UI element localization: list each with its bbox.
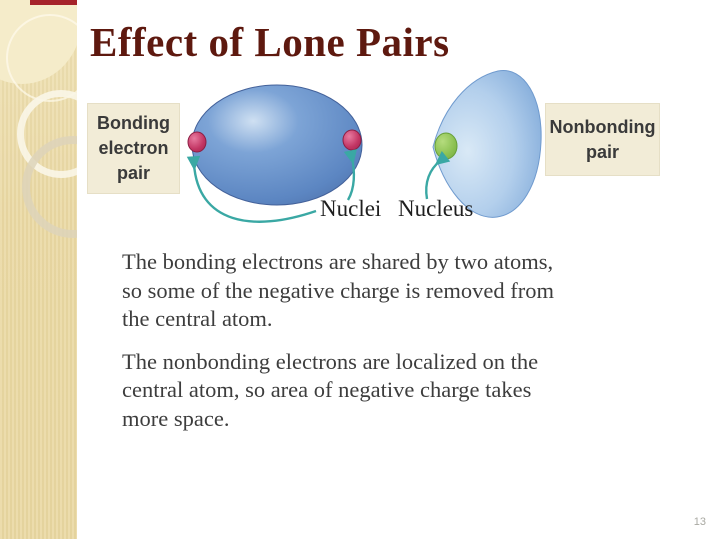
nonbonding-pair-label-box: Nonbonding pair bbox=[545, 103, 660, 176]
right-nucleus-dot bbox=[342, 129, 362, 151]
nuclei-long-arrow bbox=[186, 155, 317, 223]
nonbonding-cone-shape bbox=[432, 70, 542, 218]
sidebar-decoration bbox=[0, 0, 77, 539]
top-red-accent-bar bbox=[30, 0, 77, 5]
nucleus-label: Nucleus bbox=[398, 196, 474, 221]
paragraph-bonding: The bonding electrons are shared by two … bbox=[122, 249, 554, 331]
bonding-ellipse-shape bbox=[191, 84, 363, 206]
left-nucleus-dot bbox=[187, 131, 207, 153]
page-number: 13 bbox=[693, 516, 706, 528]
bonding-pair-label-box: Bonding electron pair bbox=[87, 103, 180, 194]
body-text-block: The bonding electrons are shared by two … bbox=[122, 248, 612, 447]
slide-title: Effect of Lone Pairs bbox=[90, 19, 450, 65]
nuclei-label: Nuclei bbox=[320, 196, 382, 221]
paragraph-nonbonding: The nonbonding electrons are localized o… bbox=[122, 348, 539, 431]
nonbonding-nucleus-dot bbox=[434, 132, 458, 160]
nucleus-arrow bbox=[425, 150, 451, 200]
nuclei-short-arrow bbox=[343, 149, 357, 201]
